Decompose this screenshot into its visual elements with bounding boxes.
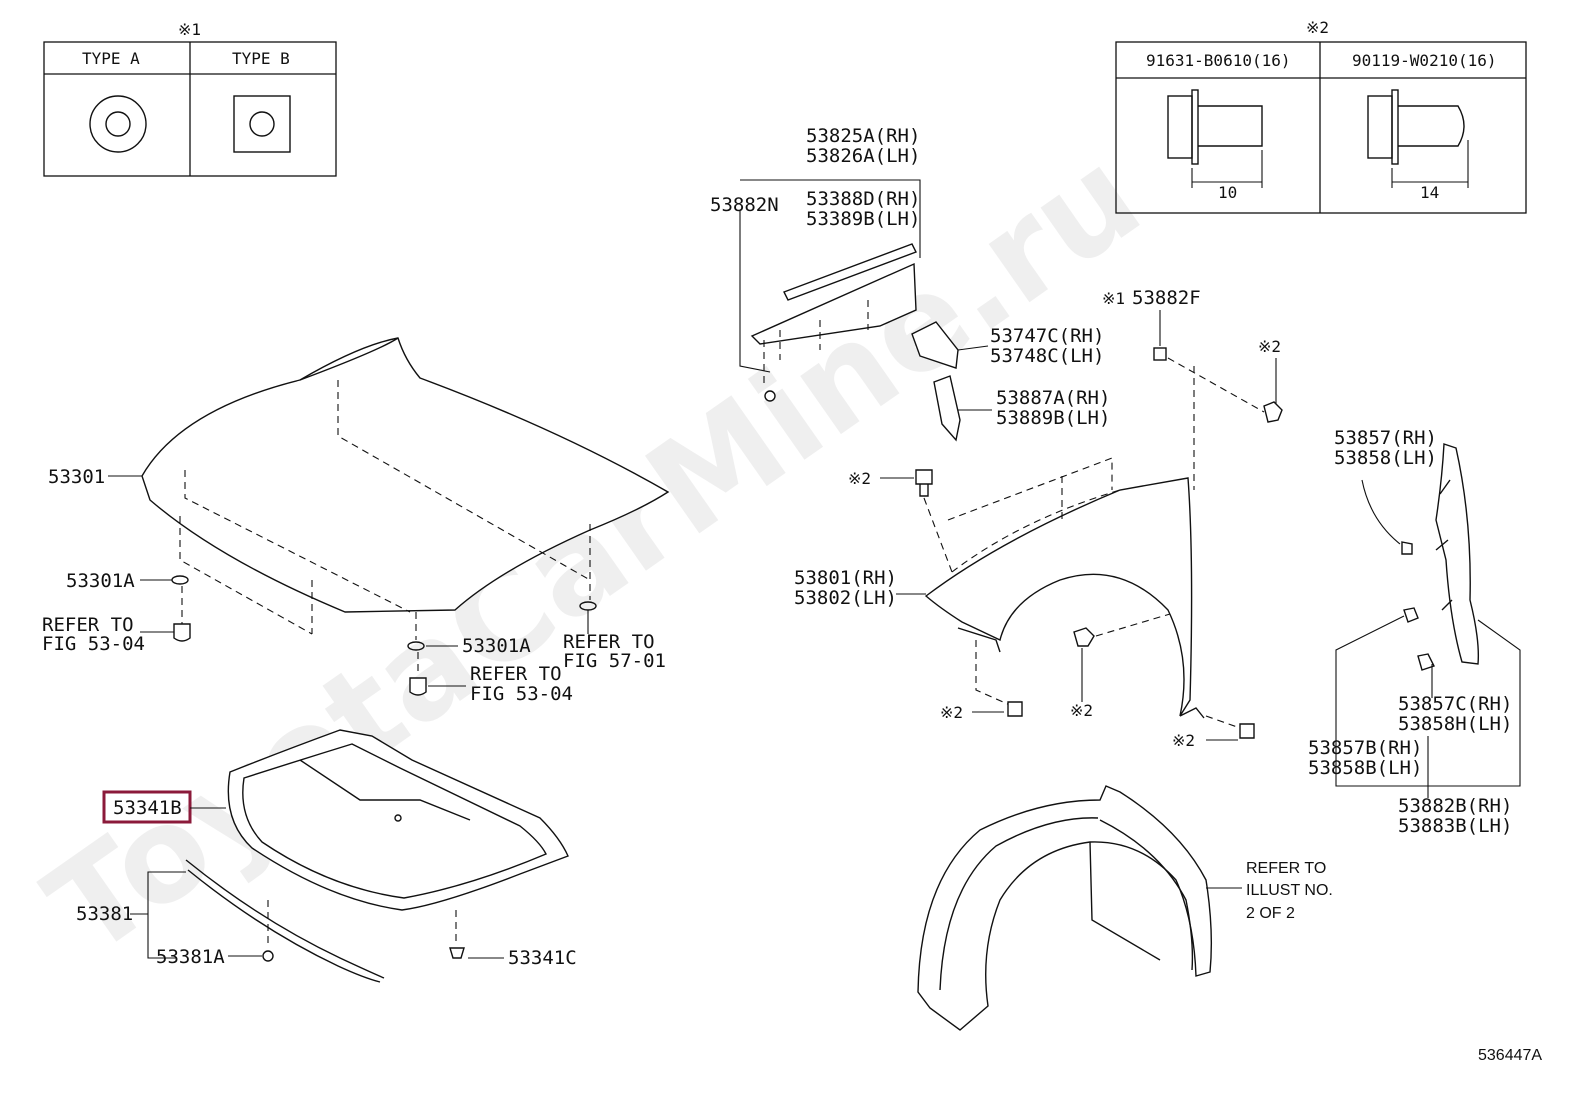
label-53341B[interactable]: 53341B [113,797,182,819]
label-53381: 53381 [76,903,133,925]
hood-support-seal[interactable] [185,859,385,983]
refer-fig-53-04-left-line2: FIG 53-04 [42,633,145,655]
mark-2-bolt-top: ※2 [1258,337,1281,356]
label-53389B: 53389B(LH) [806,208,920,230]
figure-id: 536447A [1478,1047,1542,1064]
hood-bumper-grommet-left[interactable] [171,575,189,585]
legend-table-type: ※1 TYPE A TYPE B [43,20,337,177]
clip-53882N[interactable] [764,390,776,402]
label-53301A-left: 53301A [66,570,135,592]
label-53301A-mid: 53301A [462,635,531,657]
type-a-washer-icon [89,95,147,153]
legend-table-bolts: ※2 91631-B0610(16) 90119-W0210(16) 10 14 [1115,18,1527,214]
cowl-top-seal[interactable] [750,243,917,360]
refer-illust-line1: REFER TO [1246,860,1326,877]
refer-fig-53-04-mid-line1: REFER TO [470,663,562,685]
hood-bumper-grommet-mid[interactable] [407,641,425,651]
fender-liner[interactable] [917,785,1213,1031]
mark-1-53882F: ※1 [1102,289,1125,308]
label-53388D: 53388D(RH) [806,188,920,210]
bolt-top-right[interactable] [1263,401,1283,423]
hood-panel[interactable] [141,337,670,635]
legend-bolt-note-mark: ※2 [1306,18,1329,37]
label-53858H: 53858H(LH) [1398,713,1512,735]
label-53882B: 53882B(RH) [1398,795,1512,817]
fender-seal-53887A[interactable] [933,375,961,442]
flange-bolt-10-icon: 10 [1167,89,1263,202]
bolt-fender-rear[interactable] [1239,723,1255,739]
label-53802: 53802(LH) [794,587,897,609]
label-53381A: 53381A [156,946,225,968]
clip-53381A[interactable] [262,950,274,962]
legend-bolt-a-part: 91631-B0610(16) [1146,51,1291,70]
highlight-53341B [102,790,192,824]
clip-53857C[interactable] [1417,653,1435,671]
refer-fig-57-01-line2: FIG 57-01 [563,650,666,672]
label-53857: 53857(RH) [1334,427,1437,449]
clip-53882F[interactable] [1153,347,1167,361]
flange-bolt-14-icon: 14 [1367,89,1469,202]
label-53889B: 53889B(LH) [996,407,1110,429]
label-53748C: 53748C(LH) [990,345,1104,367]
dim-10: 10 [1218,183,1237,202]
hood-cushion-left[interactable] [173,623,191,642]
label-53825A: 53825A(RH) [806,125,920,147]
label-53882N: 53882N [710,194,779,216]
dim-14: 14 [1420,183,1439,202]
front-fender-panel[interactable] [924,457,1205,719]
label-53882F: 53882F [1132,287,1201,309]
legend-col-type-b: TYPE B [232,49,290,68]
hood-cushion-mid[interactable] [409,677,427,696]
bolt-fender-mid[interactable] [1073,627,1095,647]
label-53341C: 53341C [508,947,577,969]
clip-53341C[interactable] [449,947,465,959]
fender-seal-53747C[interactable] [911,321,959,369]
label-53883B: 53883B(LH) [1398,815,1512,837]
mark-2-bolt-rear: ※2 [1172,731,1195,750]
legend-bolt-b-part: 90119-W0210(16) [1352,51,1497,70]
label-53857C: 53857C(RH) [1398,693,1512,715]
bolt-fender-top[interactable] [915,469,933,497]
clip-53857[interactable] [1401,541,1413,555]
label-53858B: 53858B(LH) [1308,757,1422,779]
hood-insulator-pad[interactable] [227,729,569,911]
refer-fig-57-01-line1: REFER TO [563,631,655,653]
refer-illust-line3: 2 OF 2 [1246,905,1295,922]
label-53826A: 53826A(LH) [806,145,920,167]
clip-53857B[interactable] [1403,607,1419,623]
bolt-fender-lower-front[interactable] [1007,701,1023,717]
refer-illust-line2: ILLUST NO. [1246,882,1333,899]
legend-col-type-a: TYPE A [82,49,140,68]
mark-2-bolt-lower-front: ※2 [940,703,963,722]
label-53747C: 53747C(RH) [990,325,1104,347]
label-53887A: 53887A(RH) [996,387,1110,409]
label-53801: 53801(RH) [794,567,897,589]
mark-2-bolt-mid: ※2 [1070,701,1093,720]
label-53301: 53301 [48,466,105,488]
label-53858: 53858(LH) [1334,447,1437,469]
fender-side-seal[interactable] [1435,443,1479,665]
mark-2-bolt-fender-top: ※2 [848,469,871,488]
type-b-square-nut-icon [233,95,291,153]
legend-note-mark: ※1 [178,20,201,39]
refer-fig-53-04-left-line1: REFER TO [42,614,134,636]
label-53857B: 53857B(RH) [1308,737,1422,759]
refer-fig-53-04-mid-line2: FIG 53-04 [470,683,573,705]
